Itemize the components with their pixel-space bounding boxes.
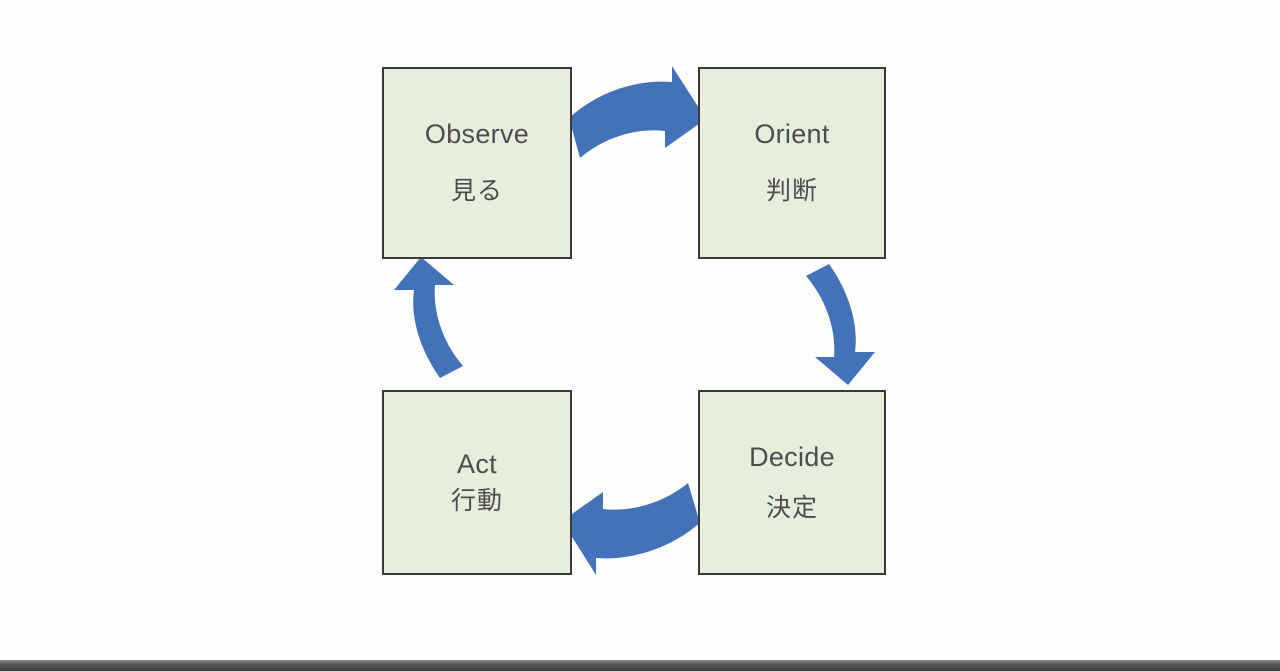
arrow-act-to-observe <box>394 257 463 378</box>
node-observe-label-ja: 見る <box>450 177 503 206</box>
node-orient-label-ja: 判断 <box>765 177 818 206</box>
arrow-orient-to-decide <box>806 264 875 385</box>
node-act-label-en: Act <box>457 448 497 479</box>
node-orient-label-en: Orient <box>754 119 830 150</box>
node-decide-label-en: Decide <box>749 441 835 472</box>
node-decide-label-ja: 決定 <box>765 493 818 522</box>
node-observe-label-en: Observe <box>424 119 530 150</box>
node-observe[interactable]: Observe 見る <box>382 67 572 259</box>
arrow-observe-to-orient <box>569 66 706 158</box>
node-act[interactable]: Act 行動 <box>382 390 572 575</box>
node-decide[interactable]: Decide 決定 <box>698 390 886 575</box>
node-orient[interactable]: Orient 判断 <box>698 67 886 259</box>
player-progress-bar[interactable] <box>0 660 1280 671</box>
node-act-label-ja: 行動 <box>450 486 503 515</box>
arrow-decide-to-act <box>562 483 700 575</box>
